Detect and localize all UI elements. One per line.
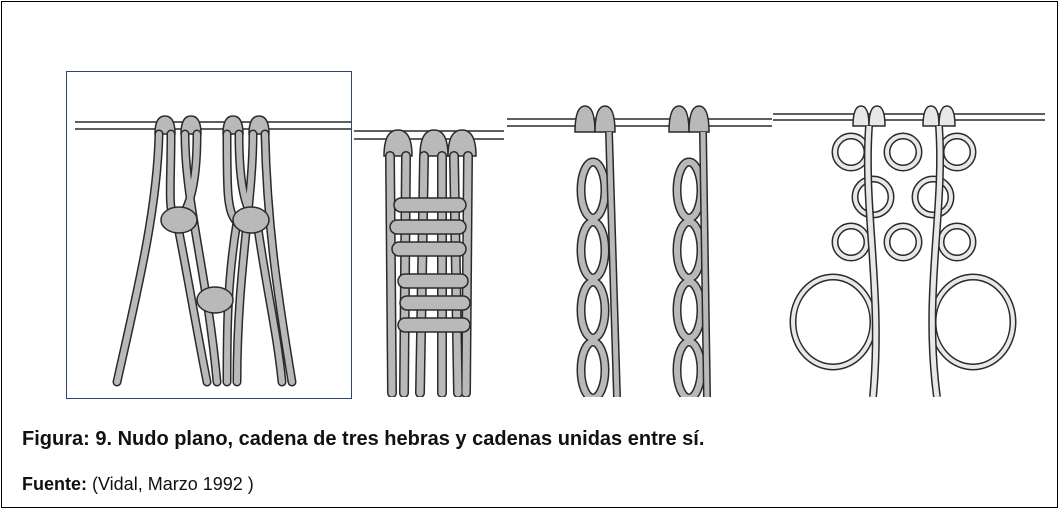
cadenas-unidas-svg (773, 105, 1045, 397)
nudo-plano-illustration (66, 71, 352, 399)
cadena-tres-hebras-illustration (354, 98, 504, 397)
cadenas-illustration (507, 72, 772, 397)
cadena-tres-hebras-svg (354, 129, 504, 397)
source-label: Fuente: (22, 474, 87, 494)
nudo-plano-svg (75, 115, 351, 387)
figure-caption: Figura: 9. Nudo plano, cadena de tres he… (22, 428, 705, 450)
cadenas-svg (507, 105, 772, 397)
source-citation: (Vidal, Marzo 1992 ) (87, 474, 254, 494)
cadenas-unidas-illustration (773, 92, 1045, 397)
figure-source: Fuente: (Vidal, Marzo 1992 ) (22, 474, 254, 495)
